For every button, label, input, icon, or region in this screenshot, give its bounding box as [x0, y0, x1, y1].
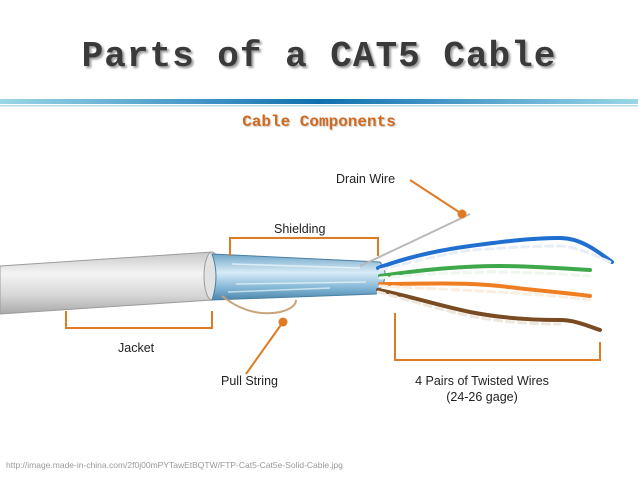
twisted-pairs-part: [376, 235, 614, 332]
pull-string-leader: [245, 321, 284, 375]
slide-title: Parts of a CAT5 Cable: [81, 36, 557, 77]
drain-wire-label: Drain Wire: [336, 172, 396, 186]
jacket-part: [0, 251, 221, 315]
drain-wire-leader: [409, 179, 463, 215]
drain-wire-dot: [457, 209, 467, 219]
pull-string-label: Pull String: [221, 374, 278, 388]
callouts: [65, 179, 601, 375]
diagram-subtitle: Cable Components: [242, 113, 396, 131]
jacket-bracket: [65, 311, 213, 329]
title-divider: [0, 99, 638, 107]
twisted-pairs-bracket: [394, 313, 601, 361]
shielding-bracket: [229, 237, 379, 256]
pull-string-dot: [278, 317, 288, 327]
twisted-pairs-label: 4 Pairs of Twisted Wires (24-26 gage): [402, 374, 562, 404]
jacket-label: Jacket: [118, 341, 155, 355]
twisted-pairs-label-line1: 4 Pairs of Twisted Wires: [415, 374, 549, 388]
image-source-caption: http://image.made-in-china.com/2f0j00mPY…: [6, 460, 343, 470]
twisted-pairs-label-line2: (24-26 gage): [446, 390, 518, 404]
pull-string-part: [221, 295, 297, 315]
shielding-label: Shielding: [274, 222, 326, 236]
drain-wire-part: [359, 213, 471, 267]
shielding-part: [211, 253, 386, 301]
